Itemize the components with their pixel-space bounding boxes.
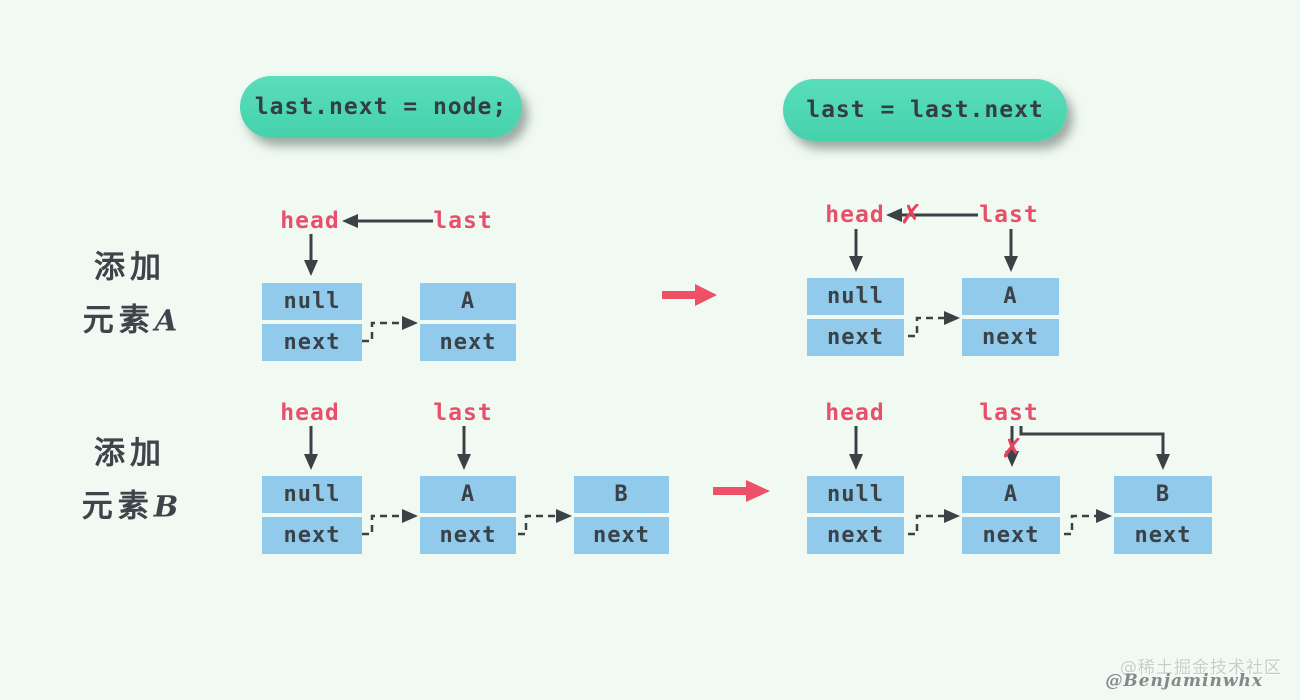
- node-value-cell: A: [420, 283, 516, 320]
- broken-link-x-icon: ✗: [899, 199, 923, 231]
- broken-link-x-icon: ✗: [1000, 433, 1024, 465]
- list-node-b: B next: [1114, 476, 1212, 554]
- last-pointer-label: last: [979, 202, 1039, 228]
- node-next-cell: next: [262, 517, 362, 554]
- last-pointer-label: last: [433, 208, 493, 234]
- red-transition-arrow-row2: [713, 480, 770, 502]
- node-value-cell: null: [807, 476, 904, 513]
- node-value-cell: null: [807, 278, 904, 315]
- row-label-add-b-line2: 元素B: [82, 481, 179, 526]
- list-node-a: A next: [420, 476, 516, 554]
- list-node-null: null next: [807, 278, 904, 356]
- node-next-cell: next: [962, 319, 1059, 356]
- head-pointer-label: head: [825, 202, 885, 228]
- list-node-a: A next: [420, 283, 516, 361]
- list-node-null: null next: [807, 476, 904, 554]
- code-pill-append: last.next = node;: [240, 76, 522, 138]
- watermark-community: @稀土掘金技术社区: [1120, 658, 1282, 678]
- list-node-a: A next: [962, 476, 1060, 554]
- arrow-last-elbow-to-b-row2-after: [1019, 426, 1170, 470]
- node-next-cell: next: [574, 517, 669, 554]
- node-value-cell: A: [962, 278, 1059, 315]
- list-node-null: null next: [262, 283, 362, 361]
- row-label-prefix: 元素: [82, 302, 155, 339]
- node-next-cell: next: [962, 517, 1060, 554]
- list-node-b: B next: [574, 476, 669, 554]
- list-node-null: null next: [262, 476, 362, 554]
- node-next-cell: next: [807, 319, 904, 356]
- last-pointer-label: last: [433, 400, 493, 426]
- row-label-add-a-line1: 添加: [94, 249, 166, 286]
- node-value-cell: A: [420, 476, 516, 513]
- head-pointer-label: head: [280, 400, 340, 426]
- head-pointer-label: head: [280, 208, 340, 234]
- node-next-cell: next: [807, 517, 904, 554]
- row-label-prefix: 元素: [81, 488, 154, 525]
- node-value-cell: B: [574, 476, 669, 513]
- node-next-cell: next: [262, 324, 362, 361]
- code-pill-advance-last: last = last.next: [783, 79, 1067, 141]
- node-value-cell: B: [1114, 476, 1212, 513]
- row-label-add-b-line1: 添加: [94, 435, 166, 472]
- node-value-cell: null: [262, 283, 362, 320]
- head-pointer-label: head: [825, 400, 885, 426]
- node-next-cell: next: [420, 517, 516, 554]
- watermark-author: @Benjaminwhx: [1105, 671, 1263, 691]
- row-label-letter: A: [154, 303, 178, 338]
- row-label-add-a-line2: 元素A: [83, 295, 178, 340]
- row-label-letter: B: [153, 489, 179, 524]
- node-next-cell: next: [420, 324, 516, 361]
- list-node-a: A next: [962, 278, 1059, 356]
- last-pointer-label: last: [979, 400, 1039, 426]
- node-next-cell: next: [1114, 517, 1212, 554]
- node-value-cell: null: [262, 476, 362, 513]
- red-transition-arrow-row1: [662, 284, 717, 306]
- node-value-cell: A: [962, 476, 1060, 513]
